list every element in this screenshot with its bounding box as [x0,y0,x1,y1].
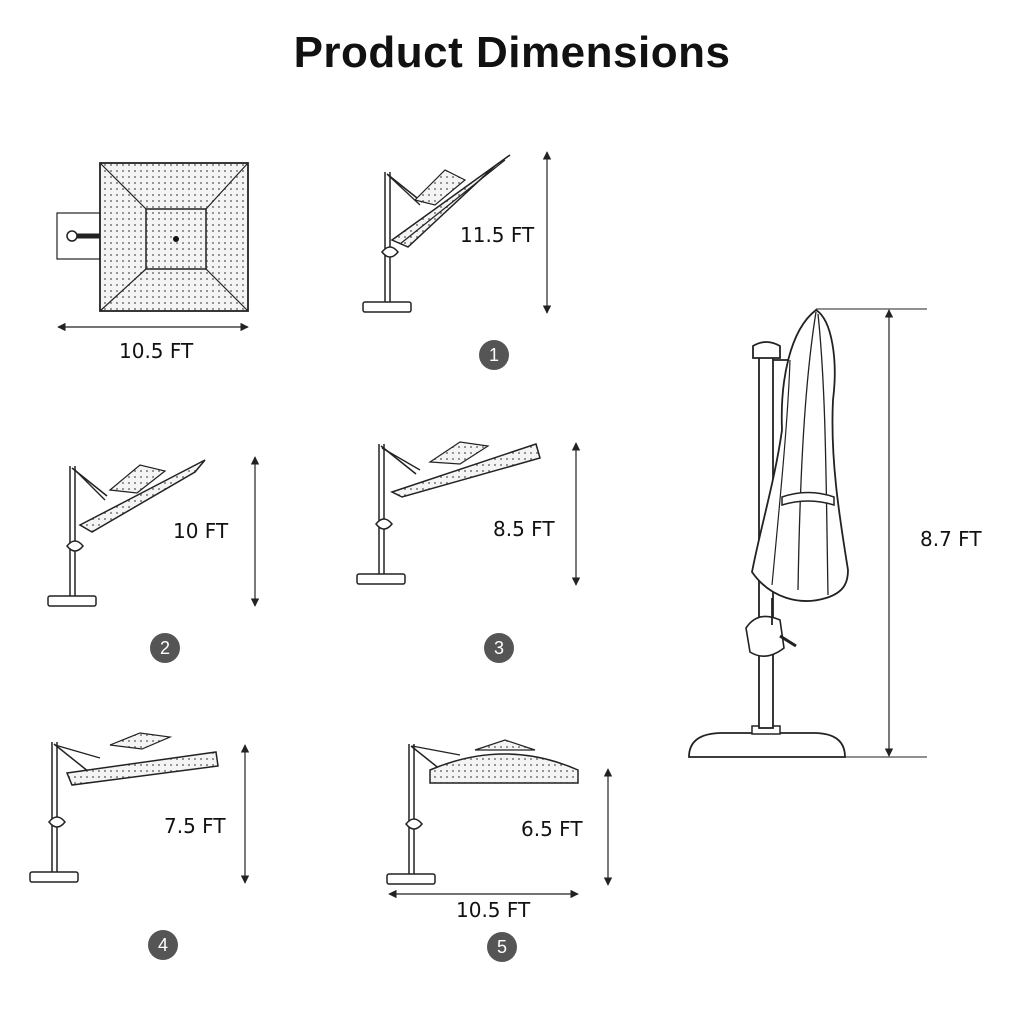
position-2-badge: 2 [150,633,180,663]
top-view-width-label: 10.5 FT [119,339,194,363]
position-3-height-label: 8.5 FT [493,517,555,541]
position-5-badge: 5 [487,932,517,962]
umbrella-position-2 [47,459,206,607]
position-4-height-label: 7.5 FT [164,814,226,838]
closed-umbrella-illustration [688,308,849,758]
umbrella-position-3 [356,441,541,585]
closed-height-label: 8.7 FT [920,527,982,551]
position-3-badge: 3 [484,633,514,663]
umbrella-position-4 [29,732,219,883]
top-view-illustration [56,162,249,312]
umbrella-position-5 [386,739,579,885]
position-1-badge: 1 [479,340,509,370]
position-4-badge: 4 [148,930,178,960]
position-5-height-label: 6.5 FT [521,817,583,841]
position-2-height-label: 10 FT [173,519,229,543]
position-1-height-label: 11.5 FT [460,223,535,247]
page-title: Product Dimensions [293,28,731,77]
position-5-width-label: 10.5 FT [456,898,531,922]
umbrella-position-1 [362,154,511,313]
